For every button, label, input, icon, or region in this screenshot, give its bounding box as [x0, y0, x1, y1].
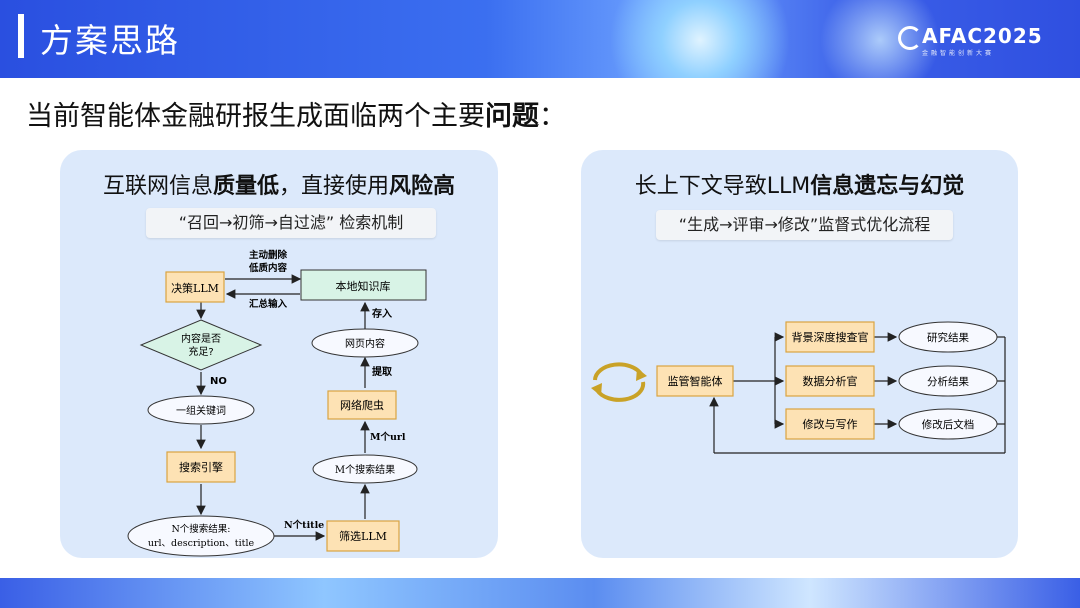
crawler-node: [327, 390, 397, 420]
revised-doc-label: 修改后文档: [922, 418, 975, 431]
right-panel-title: 长上下文导致LLM信息遗忘与幻觉: [581, 168, 1018, 200]
search-results-label-1: N个搜索结果:: [171, 523, 230, 535]
subtitle-bold: 问题: [485, 101, 539, 132]
left-mechanism-label: “召回→初筛→自过滤” 检索机制: [146, 208, 436, 238]
edge-label-delete-1: 主动删除: [249, 249, 288, 261]
web-content-node: [311, 328, 419, 358]
search-engine-node: [166, 451, 236, 483]
edge-label-no: NO: [210, 376, 227, 387]
page-title: 方案思路: [40, 21, 180, 60]
edge-label-summary: 汇总输入: [249, 298, 288, 310]
edge-label-store: 存入: [372, 307, 392, 320]
subtitle-suffix: ：: [539, 101, 566, 132]
crawler-label: 网络爬虫: [340, 398, 384, 412]
deep-search-label: 背景深度搜查官: [792, 330, 869, 344]
right-mechanism-label: “生成→评审→修改”监督式优化流程: [656, 210, 953, 240]
retrieval-flowchart: 决策LLM 本地知识库 内容是否 充足? 一组关键词 搜索引擎 N个搜索结果: …: [127, 249, 427, 557]
footer-banner: [0, 578, 1080, 608]
logo-text: AFAC2025: [922, 24, 1043, 48]
title-part: 长上下文导致LLM: [634, 174, 811, 199]
logo-ring-icon: [898, 26, 922, 50]
data-analyst-node: [785, 365, 875, 397]
m-results-label: M个搜索结果: [335, 463, 395, 476]
filter-llm-label: 筛选LLM: [339, 529, 387, 543]
title-bold: 质量低: [212, 174, 279, 199]
header-banner: 方案思路 AFAC2025 金融智能创新大赛: [0, 0, 1080, 78]
logo-subtitle: 金融智能创新大赛: [922, 50, 995, 57]
decorative-glow: [600, 0, 800, 78]
cycle-icon: [591, 362, 647, 402]
supervisor-agent-label: 监管智能体: [668, 374, 723, 388]
analysis-result-label: 分析结果: [927, 375, 969, 388]
keywords-label: 一组关键词: [176, 404, 226, 417]
decision-llm-node: [165, 271, 225, 303]
title-part: 互联网信息: [102, 174, 213, 199]
edge-label-n-title: N个title: [284, 519, 324, 531]
title-bold: 信息遗忘与幻觉: [810, 174, 965, 199]
decision-llm-label: 决策LLM: [171, 281, 219, 295]
title-accent-bar: [18, 14, 24, 58]
right-panel: 长上下文导致LLM信息遗忘与幻觉 “生成→评审→修改”监督式优化流程: [581, 150, 1018, 558]
left-panel: 互联网信息质量低，直接使用风险高 “召回→初筛→自过滤” 检索机制: [60, 150, 498, 558]
web-content-label: 网页内容: [345, 337, 385, 350]
m-results-node: [312, 454, 418, 484]
local-kb-node: [300, 269, 427, 301]
title-bold: 风险高: [389, 174, 456, 199]
keywords-node: [147, 395, 255, 425]
filter-llm-node: [326, 520, 400, 552]
research-result-label: 研究结果: [927, 331, 969, 344]
content-check-label-1: 内容是否: [181, 332, 221, 345]
content-check-label-2: 充足?: [188, 345, 213, 358]
writer-label: 修改与写作: [803, 417, 858, 431]
research-result-node: [898, 321, 998, 353]
supervisor-agent-node: [656, 365, 734, 397]
data-analyst-label: 数据分析官: [803, 374, 858, 388]
edge-label-m-url: M个url: [370, 431, 406, 443]
slide-subtitle: 当前智能体金融研报生成面临两个主要问题：: [26, 94, 566, 133]
search-results-label-2: url、description、title: [148, 538, 255, 549]
content-check-diamond: [139, 319, 263, 371]
title-part: ，直接使用: [279, 174, 390, 199]
left-panel-title: 互联网信息质量低，直接使用风险高: [60, 168, 498, 200]
supervision-flowchart: 监管智能体 背景深度搜查官 数据分析官 修改与写作 研究结果 分析结果 修改后文…: [591, 321, 1006, 454]
analysis-result-node: [898, 365, 998, 397]
afac-logo: AFAC2025 金融智能创新大赛: [898, 24, 1043, 57]
search-results-node: [127, 515, 275, 557]
deep-search-node: [785, 321, 875, 353]
local-kb-label: 本地知识库: [336, 279, 391, 293]
writer-node: [785, 408, 875, 440]
edge-label-delete-2: 低质内容: [248, 262, 288, 274]
subtitle-text: 当前智能体金融研报生成面临两个主要: [26, 101, 485, 132]
edge-label-extract: 提取: [372, 365, 393, 378]
revised-doc-node: [898, 408, 998, 440]
search-engine-label: 搜索引擎: [179, 460, 223, 474]
